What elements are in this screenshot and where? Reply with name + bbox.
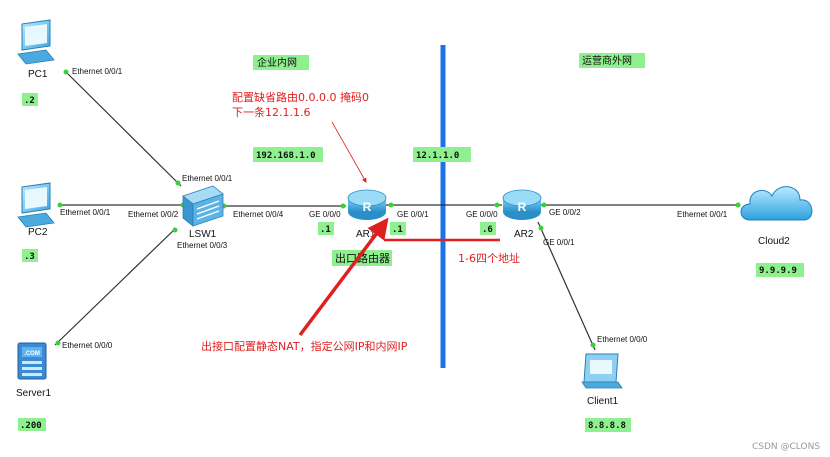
port-dot [735, 202, 741, 208]
ar2-router-icon[interactable]: R [502, 189, 542, 220]
pc1-icon[interactable] [17, 19, 55, 65]
svg-text:.6: .6 [482, 225, 493, 235]
pc2-label: PC2 [28, 227, 48, 238]
port-dot [175, 180, 181, 186]
ar2-ge001-label: GE 0/0/1 [543, 238, 575, 247]
pc2-port-label: Ethernet 0/0/1 [60, 208, 111, 217]
ip-label-server1: .200 [18, 418, 46, 431]
server1-port-label: Ethernet 0/0/0 [62, 341, 113, 350]
default-route-note-line1: 配置缺省路由0.0.0.0 掩码0 [232, 90, 369, 104]
ar2-label: AR2 [514, 229, 534, 240]
lsw1-port2-label: Ethernet 0/0/2 [128, 210, 179, 219]
default-route-pointer-line [331, 121, 367, 183]
router-r-glyph: R [363, 200, 372, 214]
ar1-label: AR1 [356, 229, 376, 240]
ar1-ge000-label: GE 0/0/0 [309, 210, 341, 219]
port-dot [55, 340, 61, 346]
port-dot [57, 202, 63, 208]
static-nat-arrow [298, 217, 389, 337]
client1-port-label: Ethernet 0/0/0 [597, 335, 648, 344]
ip-label-ar1-in: .1 [318, 222, 334, 235]
port-dot [590, 342, 596, 348]
link-ar2-client1 [537, 221, 596, 351]
svg-text:.3: .3 [24, 252, 35, 262]
lsw1-switch-icon[interactable] [182, 185, 224, 227]
zone-label-isp: 运营商外网 [579, 53, 645, 68]
ar1-router-icon[interactable]: R [347, 189, 387, 220]
ar1-ge001-label: GE 0/0/1 [397, 210, 429, 219]
ip-label-pc1: .2 [22, 93, 38, 106]
cloud2-port-label: Ethernet 0/0/1 [677, 210, 728, 219]
range-note: 1-6四个地址 [458, 251, 520, 265]
svg-text:12.1.1.0: 12.1.1.0 [416, 151, 459, 161]
port-dot [172, 227, 178, 233]
port-dots [55, 69, 741, 348]
ar2-ge002-label: GE 0/0/2 [549, 208, 581, 217]
lsw1-label: LSW1 [189, 229, 217, 240]
ip-label-lan-net: 192.168.1.0 [253, 147, 323, 162]
static-nat-note: 出接口配置静态NAT，指定公网IP和内网IP [201, 339, 408, 353]
lsw1-port1-label: Ethernet 0/0/1 [182, 174, 233, 183]
svg-text:192.168.1.0: 192.168.1.0 [256, 151, 316, 161]
port-dot [541, 202, 547, 208]
pc2-icon[interactable] [17, 182, 55, 228]
port-dot [340, 203, 346, 209]
link-server1-lsw1 [54, 227, 177, 346]
watermark: CSDN @CLONS [752, 442, 820, 452]
svg-text:出口路由器: 出口路由器 [335, 251, 390, 265]
port-dot [538, 225, 544, 231]
svg-text:运营商外网: 运营商外网 [582, 54, 632, 67]
ip-label-ar1-out: .1 [390, 222, 406, 235]
ip-label-pc2: .3 [22, 249, 38, 262]
ar2-ge000-label: GE 0/0/0 [466, 210, 498, 219]
client1-icon[interactable] [581, 353, 623, 389]
cloud2-label: Cloud2 [758, 236, 790, 247]
port-dot [63, 69, 69, 75]
router-r-glyph: R [518, 200, 527, 214]
svg-text:企业内网: 企业内网 [257, 56, 297, 69]
lsw1-port3-label: Ethernet 0/0/3 [177, 241, 228, 250]
pc1-label: PC1 [28, 69, 48, 80]
ip-label-client1: 8.8.8.8 [585, 418, 631, 432]
cloud2-icon[interactable] [740, 186, 813, 221]
svg-text:.200: .200 [20, 421, 42, 431]
server1-icon[interactable]: .COM [17, 342, 47, 380]
zone-label-enterprise: 企业内网 [253, 55, 309, 70]
exit-router-label: 出口路由器 [332, 250, 392, 266]
lsw1-port4-label: Ethernet 0/0/4 [233, 210, 284, 219]
port-dot [388, 202, 394, 208]
svg-text:9.9.9.9: 9.9.9.9 [759, 266, 797, 276]
client1-label: Client1 [587, 396, 619, 407]
svg-text:.1: .1 [392, 225, 403, 235]
server-com-glyph: .COM [24, 351, 40, 357]
link-pc1-lsw1 [65, 71, 182, 187]
svg-text:.2: .2 [24, 96, 35, 106]
links [54, 71, 740, 351]
svg-text:.1: .1 [320, 225, 331, 235]
ip-label-wan-net: 12.1.1.0 [413, 147, 471, 162]
server1-label: Server1 [16, 388, 51, 399]
default-route-note-line2: 下一条12.1.1.6 [232, 105, 310, 119]
svg-text:8.8.8.8: 8.8.8.8 [588, 421, 626, 431]
ip-label-ar2-in: .6 [480, 222, 496, 235]
ip-label-cloud2: 9.9.9.9 [756, 263, 804, 277]
port-dot [494, 202, 500, 208]
pc1-port-label: Ethernet 0/0/1 [72, 67, 123, 76]
